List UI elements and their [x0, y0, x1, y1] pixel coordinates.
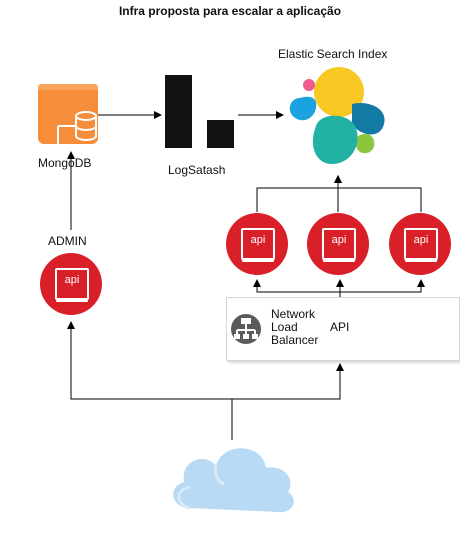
nlb-label-line3: Balancer	[271, 333, 319, 347]
diagram-title: Infra proposta para escalar a aplicação	[118, 4, 342, 18]
nlb-label-line2: Load	[271, 320, 298, 334]
edge-nlb-api3	[339, 279, 425, 297]
edge-api3-elastic	[338, 187, 422, 212]
admin-api-node: api	[40, 253, 102, 315]
logstash-icon	[165, 75, 234, 148]
nlb-label-line1: Network	[271, 307, 316, 321]
mongodb-icon	[38, 84, 98, 144]
api-icon-text: api	[413, 234, 429, 246]
api-icon-text: api	[331, 234, 347, 246]
edge-api1-elastic	[256, 175, 342, 212]
elastic-search-label: Elastic Search Index	[278, 47, 388, 61]
edge-cloud-admin	[67, 321, 233, 440]
api-node-2: api	[307, 213, 369, 275]
nlb-label: Network Load Balancer	[271, 308, 318, 347]
cloud-icon	[173, 448, 294, 513]
api-icon-text: api	[250, 234, 266, 246]
elastic-search-icon	[289, 67, 385, 164]
api-node-3: api	[389, 213, 451, 275]
api-icon: api	[322, 228, 356, 260]
api-icon: api	[241, 228, 275, 260]
edge-nlb-api1	[253, 279, 341, 297]
logstash-label: LogSatash	[168, 163, 226, 177]
admin-label: ADMIN	[48, 234, 87, 248]
api-node-1: api	[226, 213, 288, 275]
api-icon: api	[55, 268, 89, 300]
api-group-label: API	[330, 320, 350, 334]
api-icon-text: api	[64, 274, 80, 286]
api-icon: api	[404, 228, 438, 260]
nlb-group-box	[226, 297, 460, 361]
mongodb-label: MongoDB	[38, 156, 92, 170]
edge-cloud-nlb	[231, 363, 344, 440]
diagram-edges	[67, 111, 425, 440]
